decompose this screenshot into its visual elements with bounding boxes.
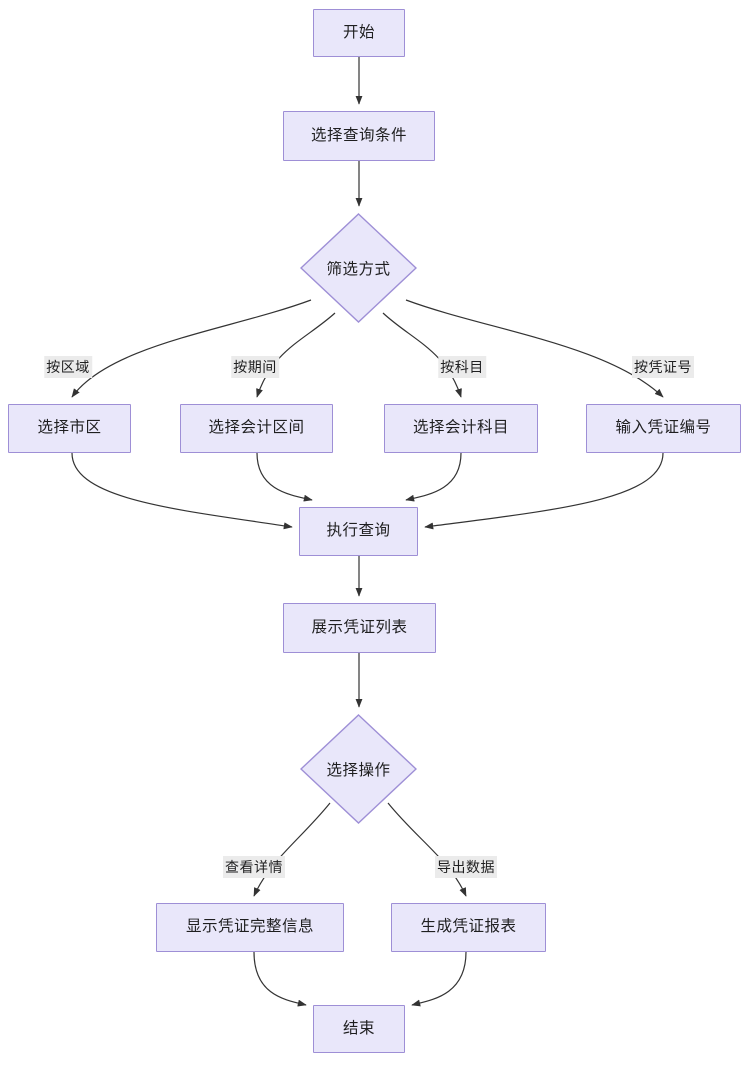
flow-edge bbox=[256, 312, 336, 398]
node-label: 选择市区 bbox=[37, 419, 102, 437]
node-label: 开始 bbox=[342, 23, 375, 41]
diamond-shape-svg bbox=[300, 213, 417, 323]
node-label: 生成凭证报表 bbox=[420, 918, 517, 936]
diamond-shape bbox=[300, 213, 417, 323]
decision-node-filter[interactable]: 筛选方式 bbox=[300, 213, 417, 323]
flow-edge bbox=[405, 299, 664, 398]
process-node-voucherno[interactable]: 输入凭证编号 bbox=[586, 404, 741, 453]
decision-node-operation[interactable]: 选择操作 bbox=[300, 714, 417, 824]
flow-edge bbox=[424, 452, 664, 530]
edge-label-e4: 按期间 bbox=[231, 356, 279, 378]
node-label: 输入凭证编号 bbox=[615, 419, 712, 437]
flow-edge bbox=[382, 312, 462, 398]
node-label: 显示凭证完整信息 bbox=[185, 918, 314, 936]
edge-label-e5: 按科目 bbox=[438, 356, 486, 378]
process-node-subject[interactable]: 选择会计科目 bbox=[384, 404, 538, 453]
diamond-shape-svg bbox=[300, 714, 417, 824]
edge-label-e14: 导出数据 bbox=[435, 856, 497, 878]
process-node-detail[interactable]: 显示凭证完整信息 bbox=[156, 903, 344, 952]
node-label: 结束 bbox=[342, 1019, 375, 1037]
node-label: 执行查询 bbox=[326, 522, 391, 540]
process-node-period[interactable]: 选择会计区间 bbox=[180, 404, 333, 453]
node-label: 选择会计区间 bbox=[208, 419, 305, 437]
node-label: 选择操作 bbox=[326, 762, 391, 779]
diamond-shape bbox=[300, 714, 417, 824]
flow-edge bbox=[411, 951, 467, 1007]
process-node-start[interactable]: 开始 bbox=[313, 9, 405, 57]
edge-label-e6: 按凭证号 bbox=[632, 356, 694, 378]
flow-edge bbox=[71, 299, 312, 398]
node-label: 展示凭证列表 bbox=[311, 618, 408, 636]
process-node-list[interactable]: 展示凭证列表 bbox=[283, 603, 436, 653]
edge-label-e13: 查看详情 bbox=[223, 856, 285, 878]
process-node-query[interactable]: 执行查询 bbox=[299, 507, 418, 556]
flow-edge bbox=[253, 951, 307, 1007]
process-node-area[interactable]: 选择市区 bbox=[8, 404, 131, 453]
flow-edge bbox=[71, 452, 293, 530]
flow-edge bbox=[405, 452, 462, 502]
node-label: 选择会计科目 bbox=[412, 419, 509, 437]
node-label: 选择查询条件 bbox=[310, 126, 407, 144]
process-node-report[interactable]: 生成凭证报表 bbox=[391, 903, 546, 952]
process-node-end[interactable]: 结束 bbox=[313, 1005, 405, 1053]
process-node-cond[interactable]: 选择查询条件 bbox=[283, 111, 435, 161]
node-label: 筛选方式 bbox=[326, 261, 391, 278]
flow-edge bbox=[256, 452, 313, 502]
edge-label-e3: 按区域 bbox=[44, 356, 92, 378]
